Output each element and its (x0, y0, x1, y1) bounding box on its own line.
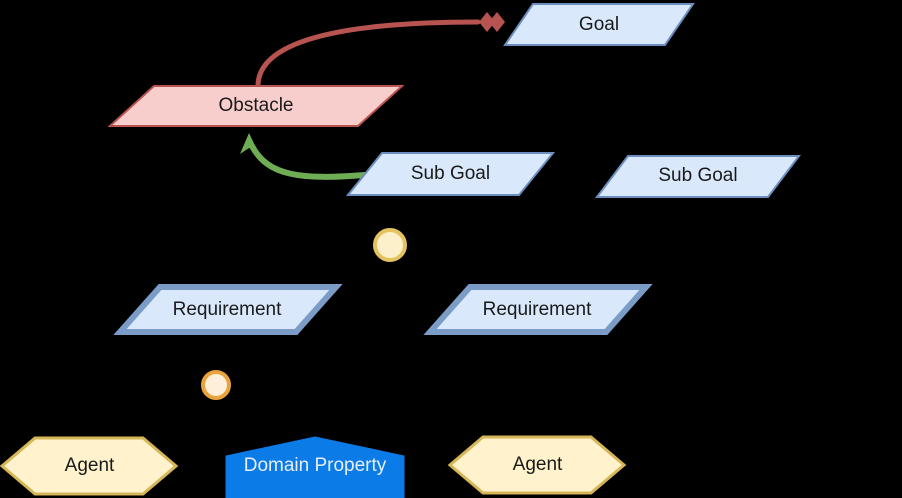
node-subgoal-1[interactable] (345, 152, 556, 196)
node-refinement-2[interactable] (201, 370, 231, 400)
arrow-head-icon (240, 133, 258, 154)
node-requirement-1[interactable] (113, 284, 343, 335)
node-domain-property[interactable] (225, 436, 405, 498)
node-requirement-2[interactable] (423, 284, 653, 335)
obstruction-x-marker (479, 12, 505, 32)
edge-resolution[interactable] (240, 133, 368, 180)
node-subgoal-2[interactable] (594, 155, 802, 198)
node-agent-1[interactable] (0, 436, 179, 496)
node-refinement-1[interactable] (373, 228, 407, 262)
node-obstacle[interactable] (107, 85, 405, 127)
edge-obstruction[interactable] (255, 12, 505, 89)
node-agent-2[interactable] (447, 435, 627, 495)
node-goal[interactable] (503, 3, 695, 46)
